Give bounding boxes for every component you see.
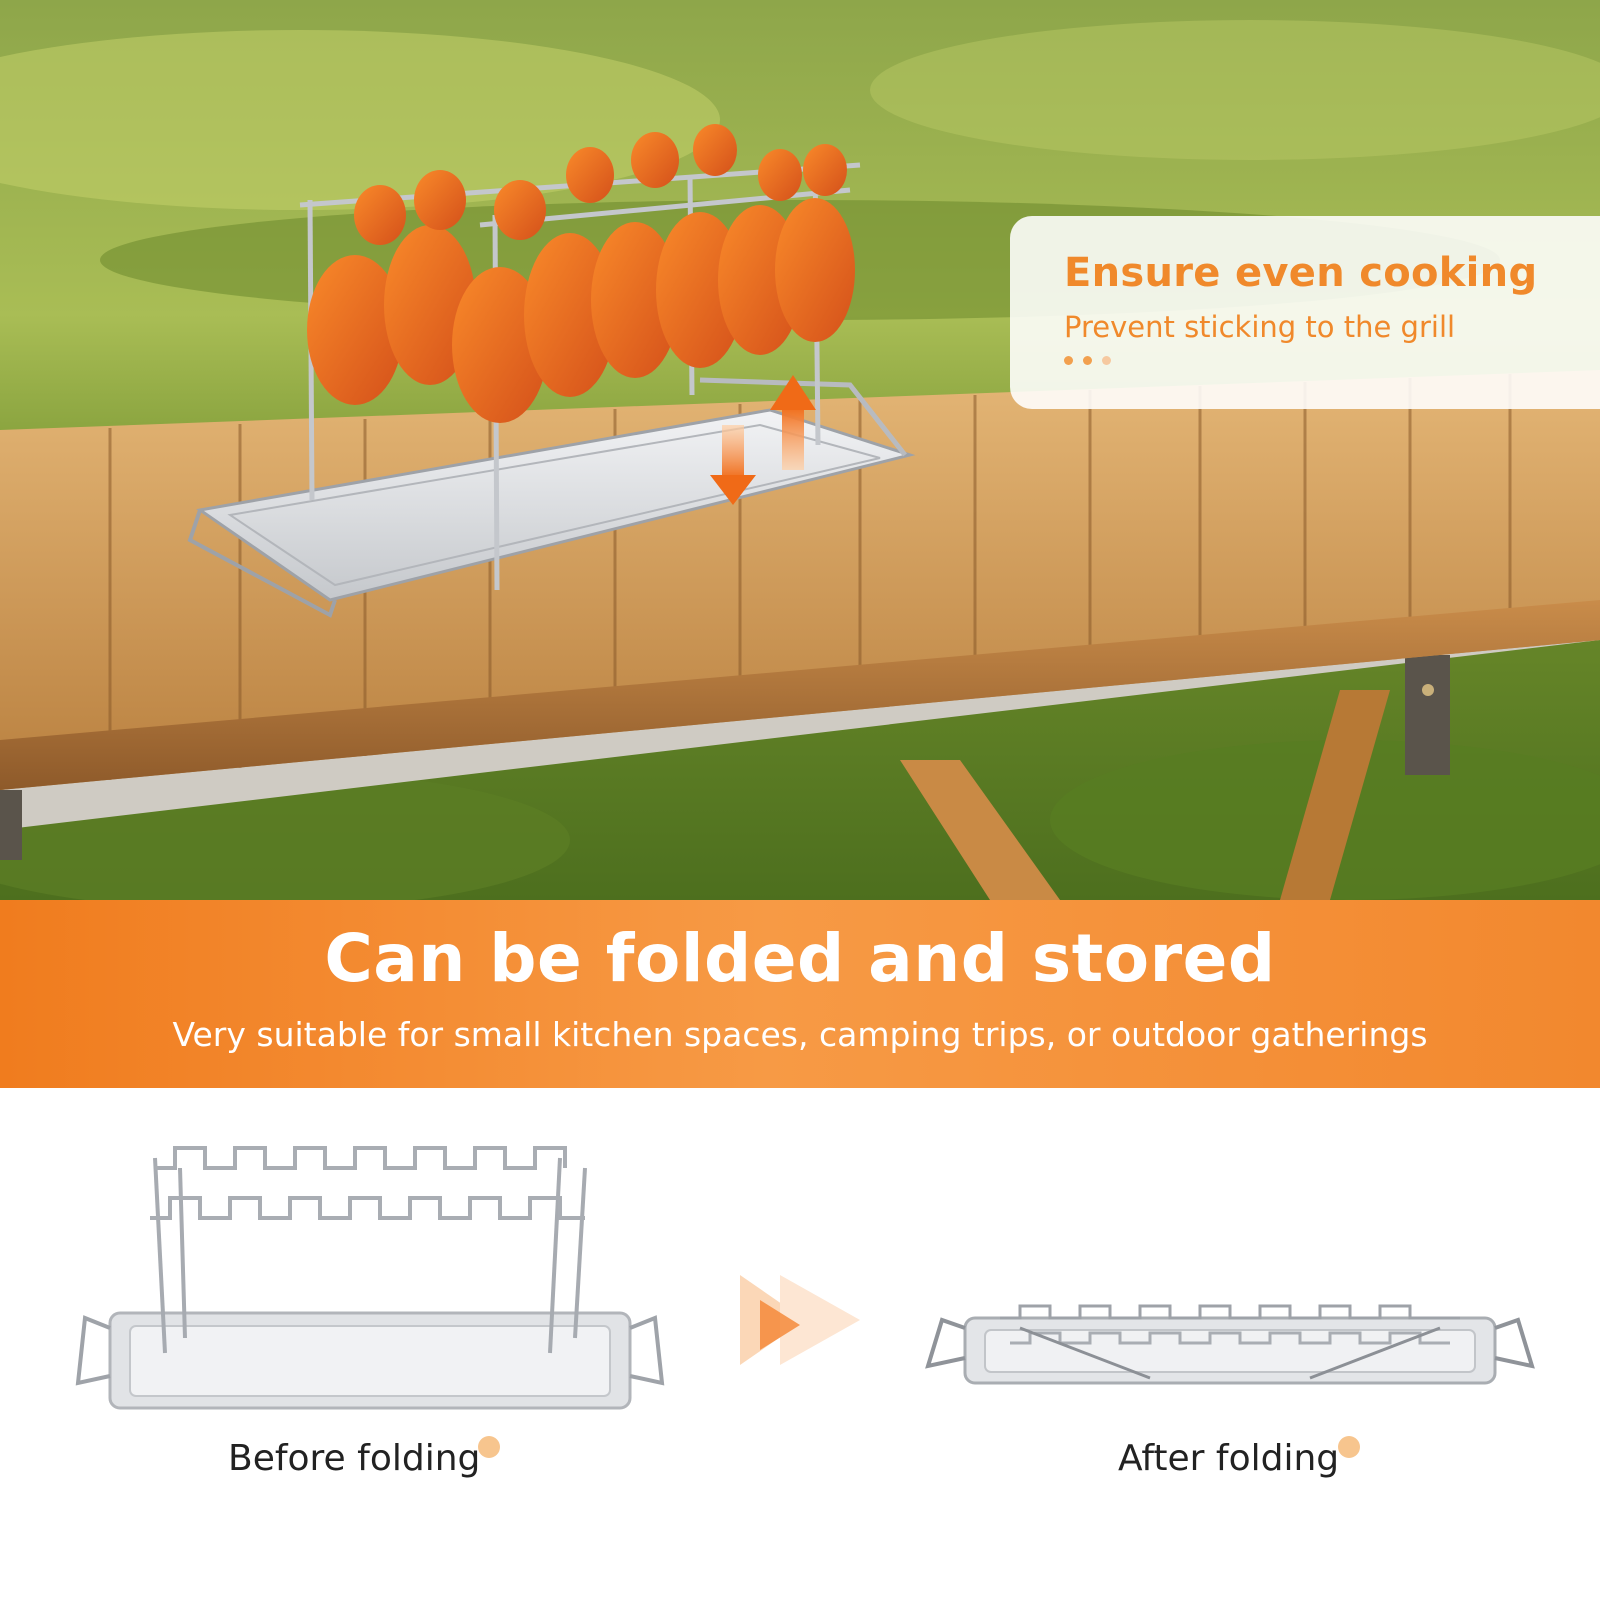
adjust-height-arrows-icon: [710, 375, 816, 505]
hero-photo: Ensure even cooking Prevent sticking to …: [0, 0, 1600, 900]
chicken-drumsticks: [307, 124, 855, 423]
dot-icon: [1064, 356, 1073, 365]
folding-comparison: Before folding After folding: [0, 1088, 1600, 1600]
after-folding-label: After folding: [1118, 1438, 1340, 1479]
dot-icon: [1102, 356, 1111, 365]
outdoor-scene-illustration: [0, 0, 1600, 900]
dot-icon: [1083, 356, 1092, 365]
callout-dots: [1064, 356, 1600, 365]
rack-folded-image: [925, 1304, 1535, 1385]
callout-subtitle: Prevent sticking to the grill: [1064, 310, 1456, 344]
label-dot-icon: [1338, 1436, 1360, 1458]
rack-unfolded-image: [75, 1146, 665, 1410]
label-dot-icon: [478, 1436, 500, 1458]
feature-callout: Ensure even cooking Prevent sticking to …: [1010, 216, 1600, 409]
callout-title: Ensure even cooking: [1064, 250, 1538, 296]
banner-subtitle: Very suitable for small kitchen spaces, …: [172, 1015, 1428, 1054]
banner-title: Can be folded and stored: [324, 920, 1276, 997]
before-folding-label: Before folding: [228, 1438, 481, 1479]
double-play-arrow-icon: [740, 1275, 860, 1365]
fold-banner: Can be folded and stored Very suitable f…: [0, 900, 1600, 1088]
